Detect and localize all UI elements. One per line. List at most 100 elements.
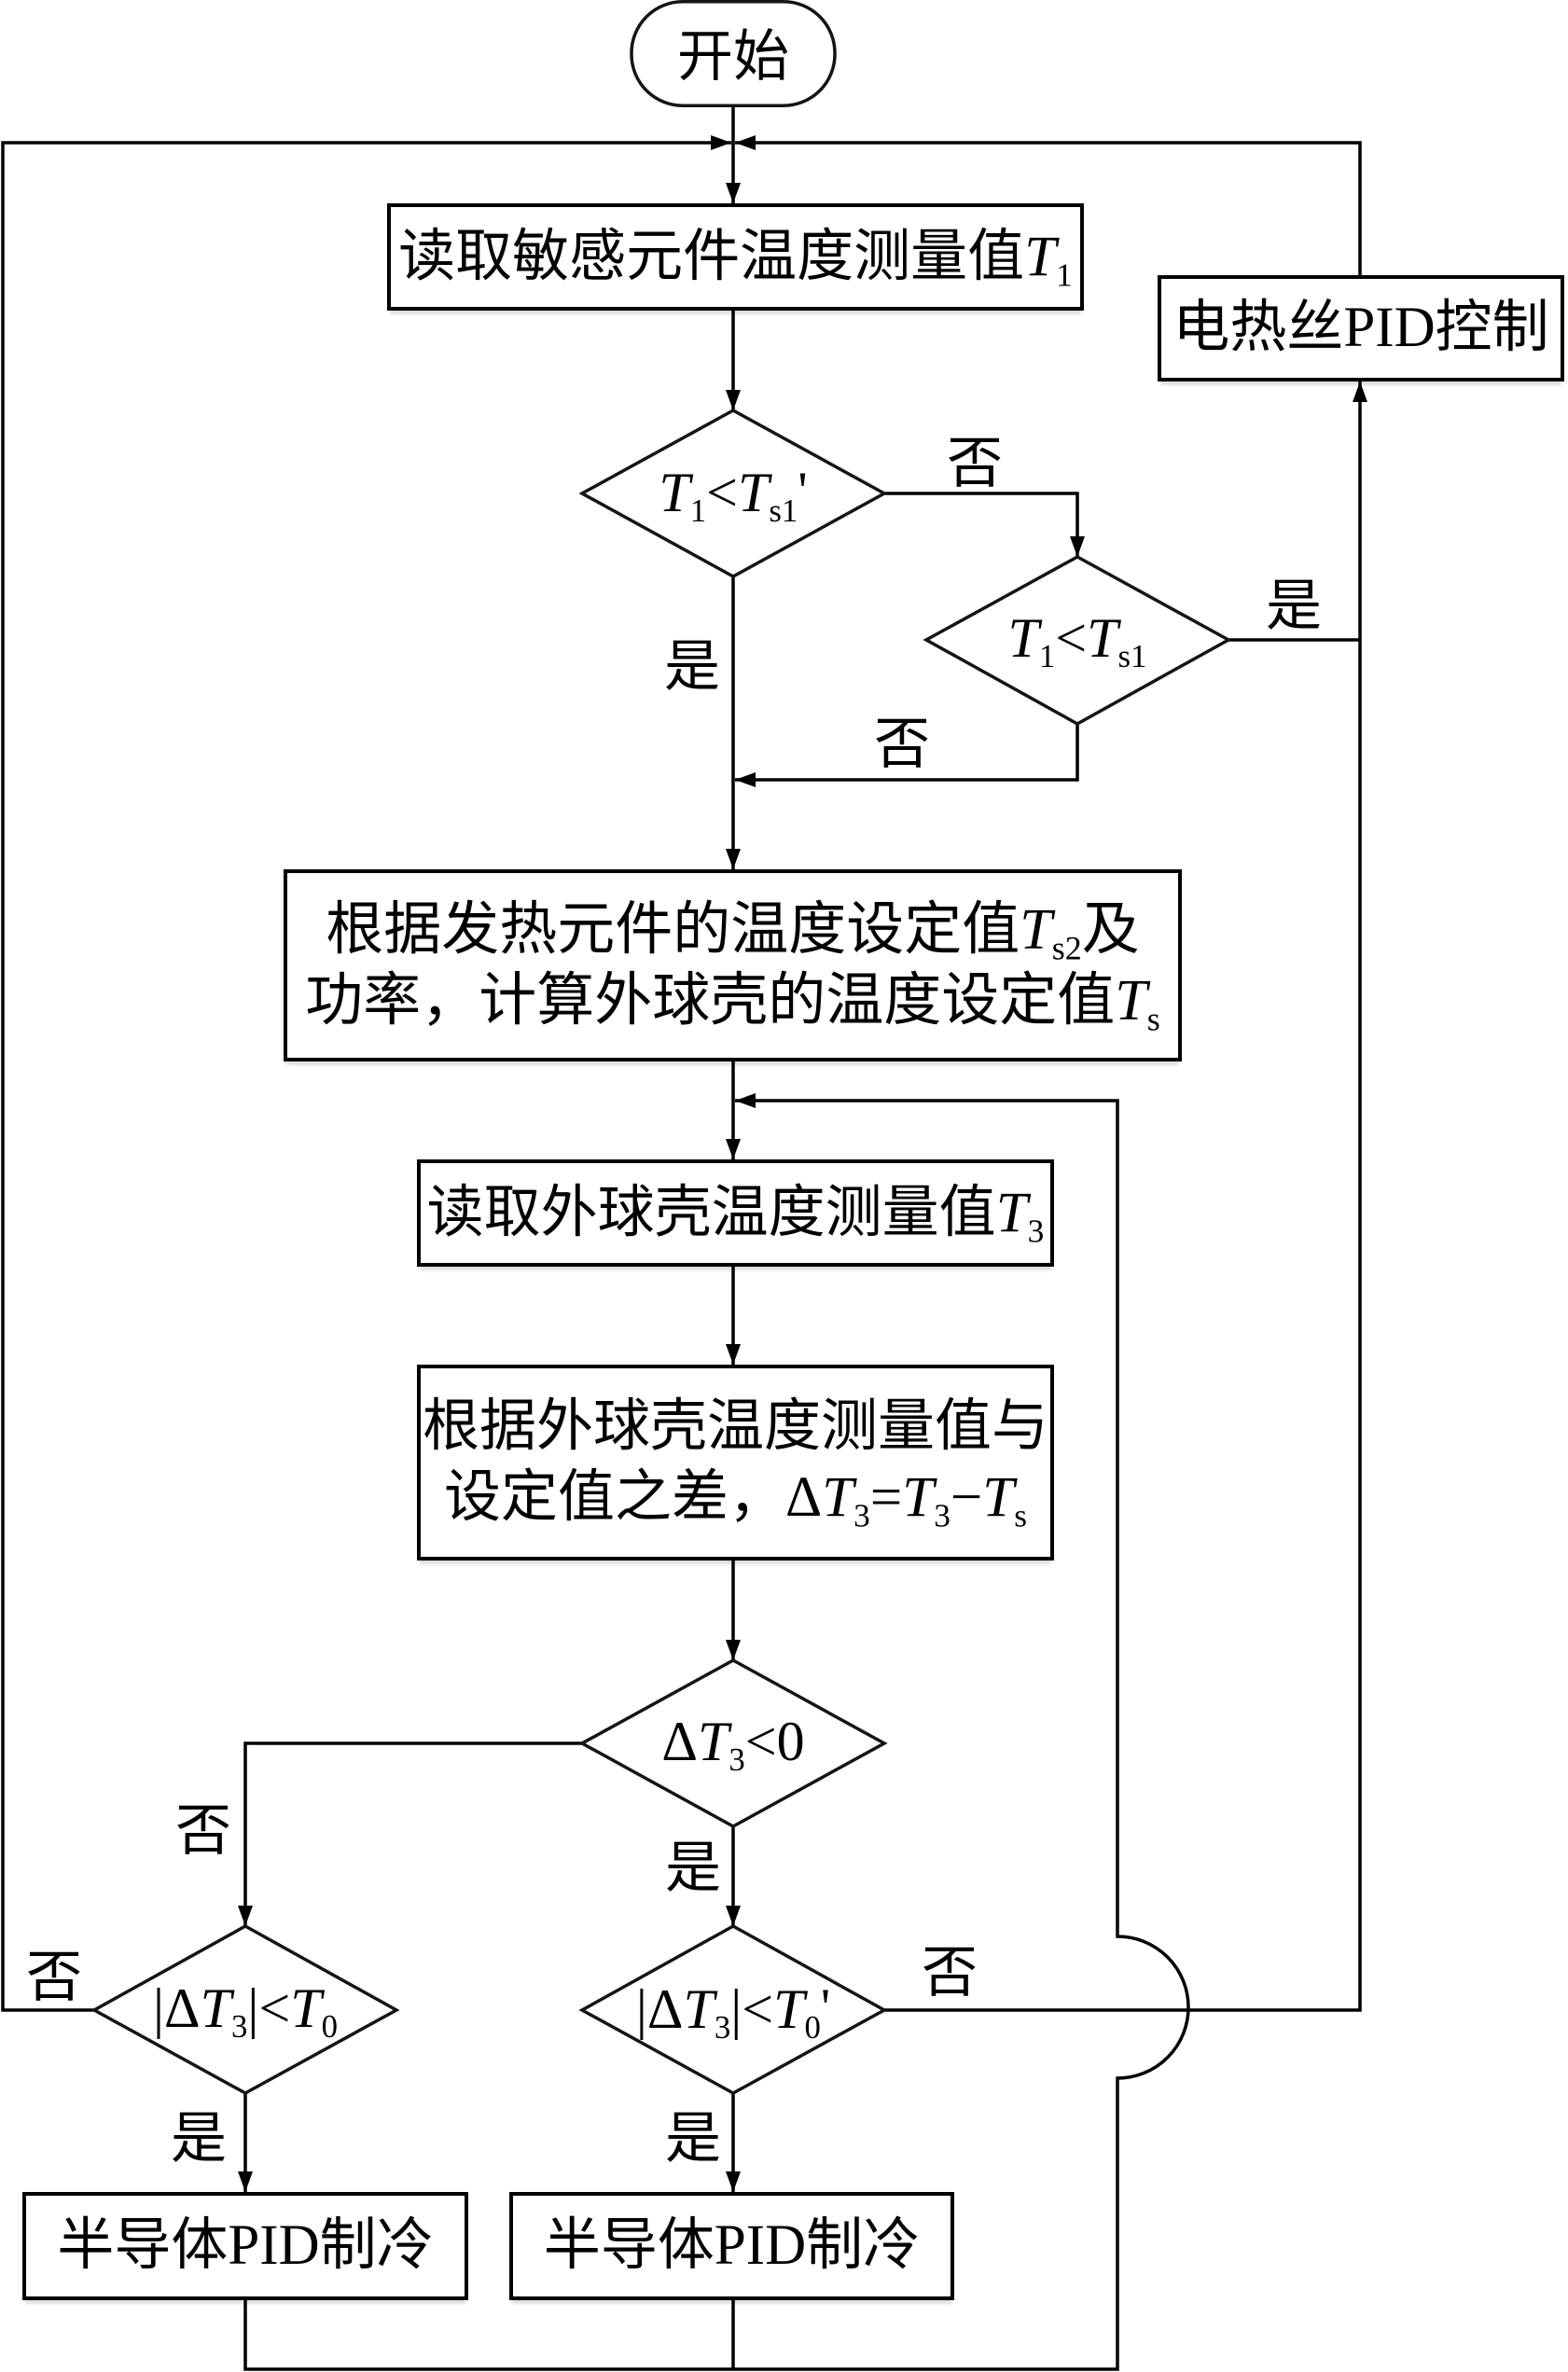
- node-read-sensor-temp: 读取敏感元件温度测量值T1: [387, 203, 1084, 311]
- variable-symbol: T: [200, 1977, 231, 2039]
- decision-text-t1-lt-ts1: T1<Ts1: [909, 601, 1245, 675]
- variable-subscript: 3: [853, 1496, 870, 1534]
- text-segment: 读取外球壳温度测量值: [426, 1181, 996, 1244]
- start-terminal: [630, 0, 837, 107]
- variable-subscript: s2: [1051, 929, 1082, 967]
- abs-bar: |: [635, 1977, 647, 2040]
- variable-subscript: 3: [1027, 1211, 1045, 1249]
- variable-subscript: 1: [1056, 255, 1073, 293]
- decision-text-delta-negative: ΔT3<0: [565, 1704, 901, 1779]
- variable-symbol: T: [1087, 607, 1118, 669]
- node-text: 读取外球壳温度测量值T3: [427, 1178, 1045, 1249]
- text-segment: 及: [1081, 898, 1140, 962]
- variable-symbol: T: [822, 1466, 854, 1529]
- prime-mark: ': [820, 1978, 831, 2037]
- variable-symbol: T: [902, 1466, 935, 1529]
- node-text: 电热丝PID控制: [1173, 297, 1549, 359]
- decision-t1-lt-ts1-prime: [578, 409, 888, 578]
- node-text: 读取敏感元件温度测量值T1: [398, 222, 1073, 293]
- variable-subscript: 3: [934, 1496, 951, 1534]
- node-heater-pid-control: 电热丝PID控制: [1158, 275, 1564, 381]
- abs-bar: |: [152, 1977, 164, 2039]
- node-text-line-2: 设定值之差，ΔT3=T3−Ts: [444, 1463, 1027, 1533]
- variable-subscript: s1: [769, 492, 798, 529]
- variable-symbol: T: [659, 461, 690, 523]
- edge-label-no: 否: [26, 1947, 82, 2008]
- constant: 0: [776, 1711, 805, 1772]
- edge-label-no: 否: [922, 1942, 978, 2004]
- edge-label-yes: 是: [665, 2108, 721, 2170]
- variable-symbol: T: [683, 1977, 715, 2040]
- abs-bar: |: [247, 1977, 259, 2039]
- variable-subscript: 0: [321, 2008, 339, 2046]
- edge-check-ts1-no: [735, 724, 1079, 787]
- variable-symbol: T: [1024, 225, 1057, 288]
- variable-subscript: s: [1146, 1000, 1160, 1038]
- node-text-line-2: 功率，计算外球壳的温度设定值Ts: [305, 965, 1160, 1038]
- delta-symbol: Δ: [785, 1466, 823, 1529]
- variable-symbol: T: [1115, 969, 1147, 1033]
- node-peltier-pid-right: 半导体PID制冷: [509, 2192, 954, 2300]
- node-peltier-pid-left: 半导体PID制冷: [22, 2192, 468, 2300]
- variable-symbol: T: [738, 461, 770, 523]
- edge-peltier-loop-back: [243, 1093, 1190, 2371]
- decision-abs-delta-lt-t0-prime: [578, 1923, 888, 2095]
- variable-subscript: s: [1014, 1496, 1028, 1534]
- prime-mark: ': [798, 462, 808, 520]
- variable-symbol: T: [773, 1977, 805, 2040]
- decision-text-t1-lt-ts1-prime: T1<Ts1': [565, 454, 901, 529]
- delta-symbol: Δ: [164, 1977, 201, 2039]
- variable-subscript: s1: [1117, 638, 1147, 675]
- edge-label-no: 否: [874, 714, 930, 775]
- node-compute-shell-setpoint: 根据发热元件的温度设定值Ts2及 功率，计算外球壳的温度设定值Ts: [284, 869, 1182, 1061]
- decision-t1-lt-ts1: [923, 555, 1232, 727]
- node-text: 半导体PID制冷: [543, 2214, 921, 2277]
- variable-subscript: 3: [714, 2008, 731, 2046]
- variable-symbol: T: [1020, 898, 1052, 962]
- decision-text-abs-delta-lt-t0: |ΔT3|<T0: [77, 1971, 413, 2046]
- edge-heater-to-read-sensor: [735, 135, 1362, 275]
- text-segment: 设定值之差，: [443, 1466, 785, 1529]
- operator: <: [706, 461, 738, 523]
- edge-check-negative-no: [238, 1741, 582, 1926]
- variable-subscript: 3: [230, 2008, 248, 2046]
- edge-check-t0-no-loop: [1, 135, 731, 2012]
- text-segment: 读取敏感元件温度测量值: [398, 225, 1025, 288]
- decision-abs-delta-lt-t0: [90, 1923, 400, 2095]
- operator: −: [950, 1466, 983, 1529]
- variable-symbol: T: [995, 1181, 1028, 1244]
- abs-bar: |: [730, 1977, 742, 2040]
- edge-label-yes: 是: [1266, 576, 1322, 637]
- node-read-shell-temp: 读取外球壳温度测量值T3: [417, 1159, 1054, 1267]
- edge-label-no: 否: [175, 1800, 231, 1862]
- operator: <: [258, 1977, 291, 2039]
- delta-symbol: Δ: [646, 1977, 684, 2040]
- operator: =: [869, 1466, 903, 1529]
- variable-subscript: 1: [689, 492, 707, 529]
- variable-subscript: 0: [804, 2008, 821, 2046]
- delta-symbol: Δ: [661, 1711, 698, 1772]
- variable-symbol: T: [982, 1466, 1015, 1529]
- operator: <: [742, 1977, 774, 2040]
- text-segment: 功率，计算外球壳的温度设定值: [305, 969, 1116, 1033]
- node-text-line-1: 根据外球壳温度测量值与: [423, 1392, 1048, 1463]
- variable-subscript: 3: [728, 1741, 745, 1779]
- node-text-line-1: 根据发热元件的温度设定值Ts2及: [326, 895, 1140, 967]
- variable-symbol: T: [697, 1711, 729, 1772]
- edge-label-no: 否: [947, 433, 1003, 494]
- edge-label-yes: 是: [664, 636, 720, 698]
- variable-subscript: 1: [1038, 638, 1056, 675]
- text-segment: 根据发热元件的温度设定值: [326, 898, 1020, 962]
- edge-label-yes: 是: [171, 2108, 227, 2170]
- decision-delta-negative: [578, 1658, 888, 1828]
- node-compute-delta: 根据外球壳温度测量值与 设定值之差，ΔT3=T3−Ts: [417, 1365, 1054, 1561]
- operator: <: [744, 1711, 777, 1772]
- edge-check-t0-prime-no: [884, 381, 1367, 2012]
- start-label: 开始: [677, 26, 789, 88]
- variable-symbol: T: [1007, 607, 1039, 669]
- text-segment: 根据外球壳温度测量值与: [422, 1395, 1048, 1458]
- variable-symbol: T: [290, 1977, 322, 2039]
- edge-label-yes: 是: [665, 1838, 721, 1899]
